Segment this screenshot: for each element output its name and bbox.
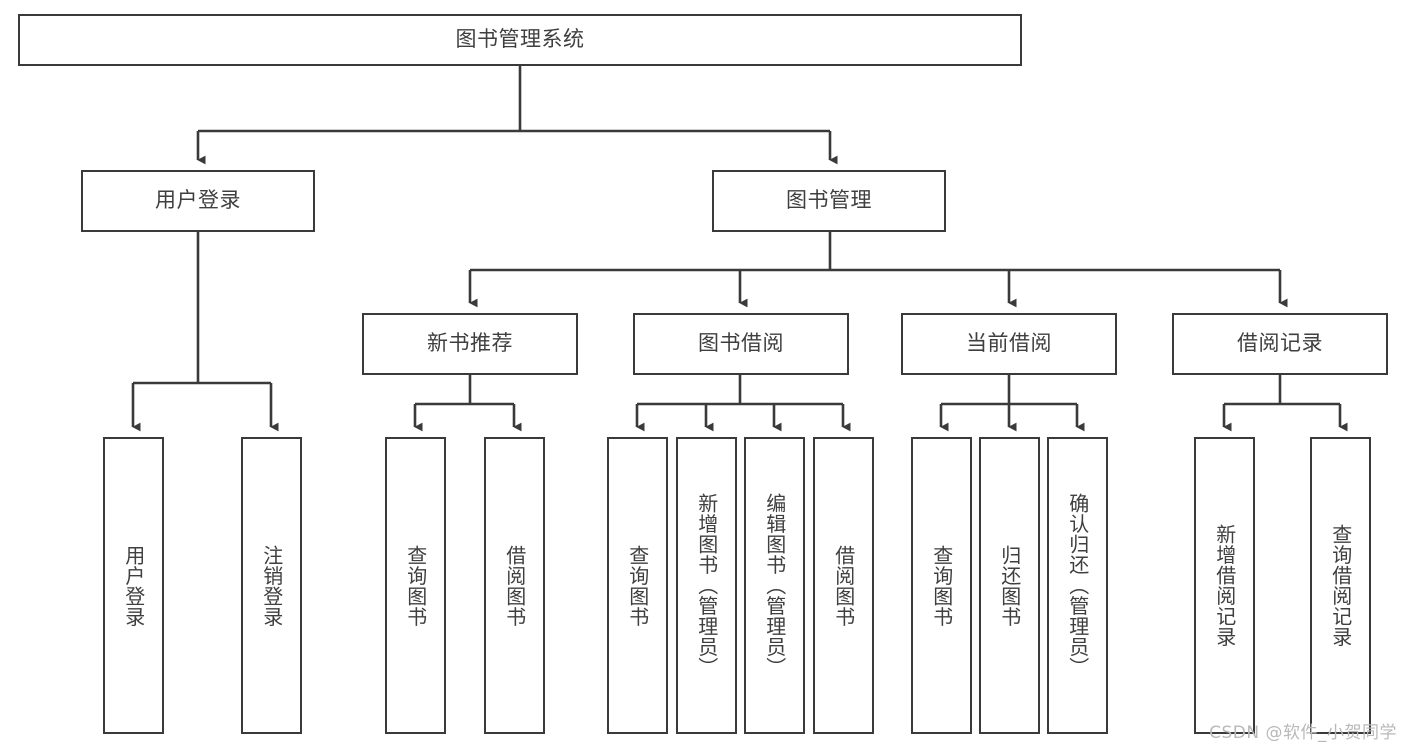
node-user-login-label: 用户登录: [155, 188, 241, 213]
node-new-book-rec[interactable]: 新书推荐: [362, 313, 578, 375]
node-leaf-add-record[interactable]: 新增借阅记录: [1194, 437, 1255, 734]
node-book-borrow[interactable]: 图书借阅: [633, 313, 849, 375]
node-leaf-add-record-label: 新增借阅记录: [1212, 524, 1237, 647]
node-leaf-logout[interactable]: 注销登录: [241, 437, 302, 734]
node-leaf-user-login[interactable]: 用户登录: [103, 437, 164, 734]
node-leaf-add-book-label: 新增图书（管理员）: [694, 493, 719, 678]
node-leaf-query-record[interactable]: 查询借阅记录: [1310, 437, 1371, 734]
node-root-label: 图书管理系统: [455, 27, 585, 52]
node-book-borrow-label: 图书借阅: [698, 331, 784, 356]
node-leaf-confirm-return[interactable]: 确认归还（管理员）: [1047, 437, 1108, 734]
node-leaf-borrow-book-1-label: 借阅图书: [502, 544, 527, 627]
node-leaf-return-book[interactable]: 归还图书: [979, 437, 1040, 734]
watermark: CSDN @软件_小贺同学: [1209, 723, 1397, 743]
node-leaf-borrow-book-2-label: 借阅图书: [831, 544, 856, 627]
node-leaf-return-book-label: 归还图书: [997, 544, 1022, 627]
node-user-login[interactable]: 用户登录: [81, 170, 315, 232]
node-leaf-logout-label: 注销登录: [259, 544, 284, 627]
node-leaf-edit-book-label: 编辑图书（管理员）: [762, 493, 787, 678]
node-leaf-query-book-3[interactable]: 查询图书: [911, 437, 972, 734]
node-leaf-user-login-label: 用户登录: [121, 544, 146, 627]
node-leaf-query-book-3-label: 查询图书: [929, 544, 954, 627]
node-leaf-confirm-return-label: 确认归还（管理员）: [1065, 493, 1090, 678]
node-borrow-record-label: 借阅记录: [1237, 331, 1323, 356]
node-leaf-query-book-1-label: 查询图书: [403, 544, 428, 627]
node-leaf-query-book-1[interactable]: 查询图书: [385, 437, 446, 734]
node-leaf-borrow-book-1[interactable]: 借阅图书: [484, 437, 545, 734]
node-current-borrow-label: 当前借阅: [966, 331, 1052, 356]
node-book-manage[interactable]: 图书管理: [712, 170, 946, 232]
node-leaf-edit-book[interactable]: 编辑图书（管理员）: [744, 437, 805, 734]
node-leaf-query-record-label: 查询借阅记录: [1328, 524, 1353, 647]
node-leaf-add-book[interactable]: 新增图书（管理员）: [676, 437, 737, 734]
node-book-manage-label: 图书管理: [786, 188, 872, 213]
node-current-borrow[interactable]: 当前借阅: [901, 313, 1117, 375]
node-leaf-query-book-2-label: 查询图书: [625, 544, 650, 627]
node-new-book-rec-label: 新书推荐: [427, 331, 513, 356]
node-borrow-record[interactable]: 借阅记录: [1172, 313, 1388, 375]
node-root[interactable]: 图书管理系统: [18, 14, 1022, 66]
node-leaf-borrow-book-2[interactable]: 借阅图书: [813, 437, 874, 734]
node-leaf-query-book-2[interactable]: 查询图书: [607, 437, 668, 734]
